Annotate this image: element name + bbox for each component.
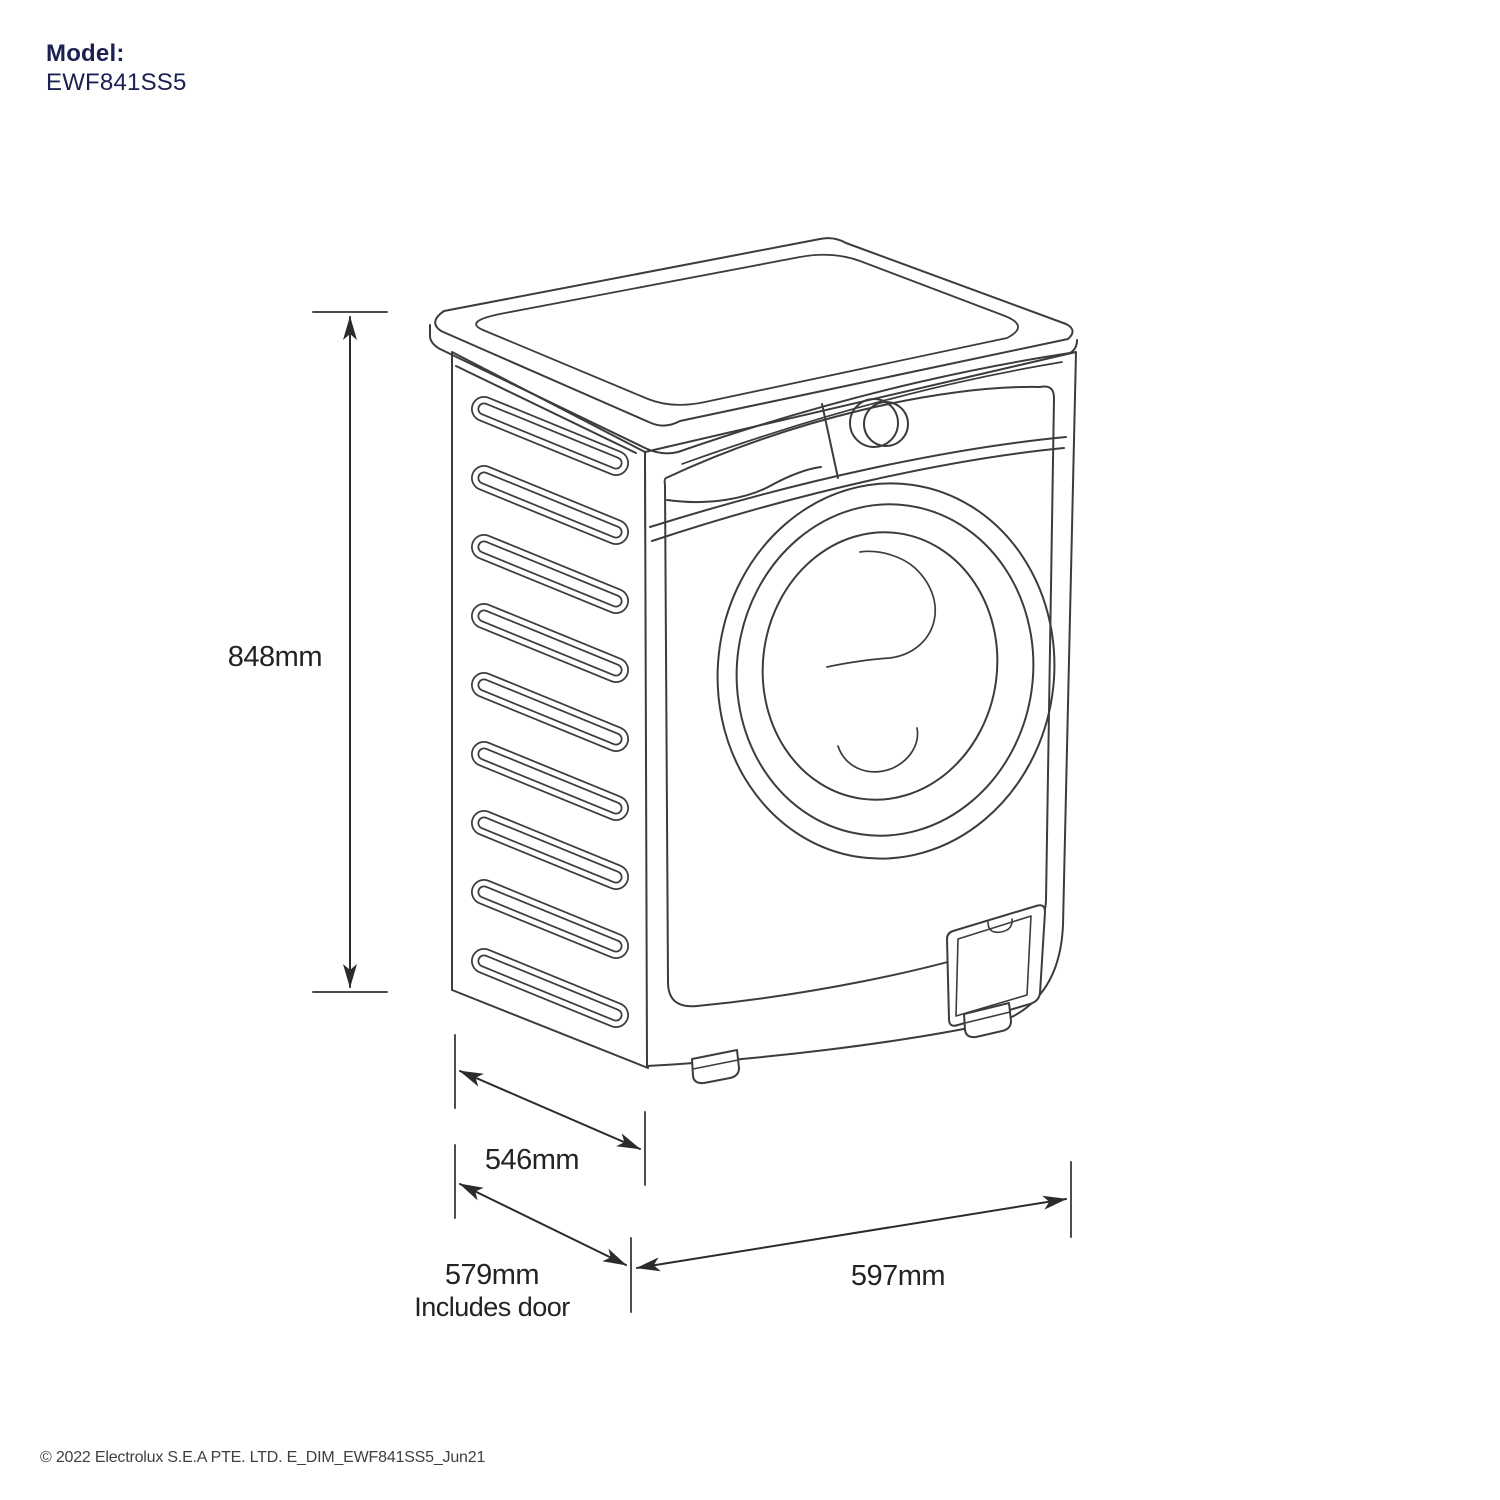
vent-slot — [479, 473, 621, 537]
depth-dimension-label: 546mm — [485, 1144, 579, 1176]
dimension-height: 848mm — [228, 311, 388, 993]
vent-slot — [479, 749, 621, 813]
control-panel-seam-lower — [651, 447, 1065, 542]
height-dimension-label: 848mm — [228, 641, 322, 673]
foot-right — [963, 1002, 1012, 1039]
width-dimension-line — [636, 1195, 1067, 1272]
vent-slot — [479, 404, 621, 468]
dimension-depth-total: 579mm Includes door — [414, 1144, 632, 1322]
depth-dimension-line — [459, 1070, 641, 1150]
dimension-width: 597mm — [636, 1161, 1072, 1292]
vent-slot — [479, 542, 621, 606]
door-glass-reflection-lower — [837, 727, 919, 773]
washing-machine-drawing — [429, 237, 1078, 1085]
copyright-text: © 2022 Electrolux S.E.A PTE. LTD. E_DIM_… — [40, 1449, 486, 1466]
detergent-drawer-contour — [666, 466, 822, 503]
model-number: EWF841SS5 — [46, 69, 187, 96]
vent-slot — [479, 680, 621, 744]
dimension-depth-body: 546mm — [454, 1034, 646, 1186]
foot-left-crease — [692, 1059, 739, 1070]
lid-rim-inner-line — [681, 361, 1063, 465]
foot-left — [691, 1049, 740, 1085]
side-top-seam — [455, 365, 637, 454]
depth-total-dimension-line — [459, 1183, 627, 1266]
lid-rim — [429, 324, 1078, 455]
model-label: Model: — [46, 40, 125, 67]
width-dimension-label: 597mm — [851, 1260, 945, 1292]
program-knob-icon — [849, 398, 899, 448]
door-middle-ring — [735, 503, 1035, 837]
depth-total-dimension-label: 579mm — [445, 1259, 539, 1291]
filter-flap-inner — [955, 915, 1032, 1017]
filter-flap-handle — [987, 918, 1013, 934]
door-glass-rim — [761, 531, 999, 801]
vent-slot — [479, 611, 621, 675]
lid-top-inset — [475, 253, 1019, 406]
door-glass-reflection-upper — [826, 550, 937, 668]
vent-slot — [479, 887, 621, 951]
program-knob-face — [863, 401, 909, 447]
title-block: Model: EWF841SS5 — [46, 40, 187, 97]
depth-total-dimension-note: Includes door — [414, 1292, 570, 1322]
dimension-annotations: 848mm 546mm 579mm Includes door — [228, 311, 1072, 1322]
foot-right-crease — [964, 1011, 1011, 1024]
control-panel-seam-upper — [649, 436, 1067, 528]
side-vent-slots — [471, 396, 629, 1028]
vent-slot — [479, 818, 621, 882]
lid-top — [434, 237, 1074, 427]
detergent-drawer-divider — [821, 403, 839, 479]
door-outer-ring — [716, 482, 1056, 860]
vent-slot — [479, 956, 621, 1020]
